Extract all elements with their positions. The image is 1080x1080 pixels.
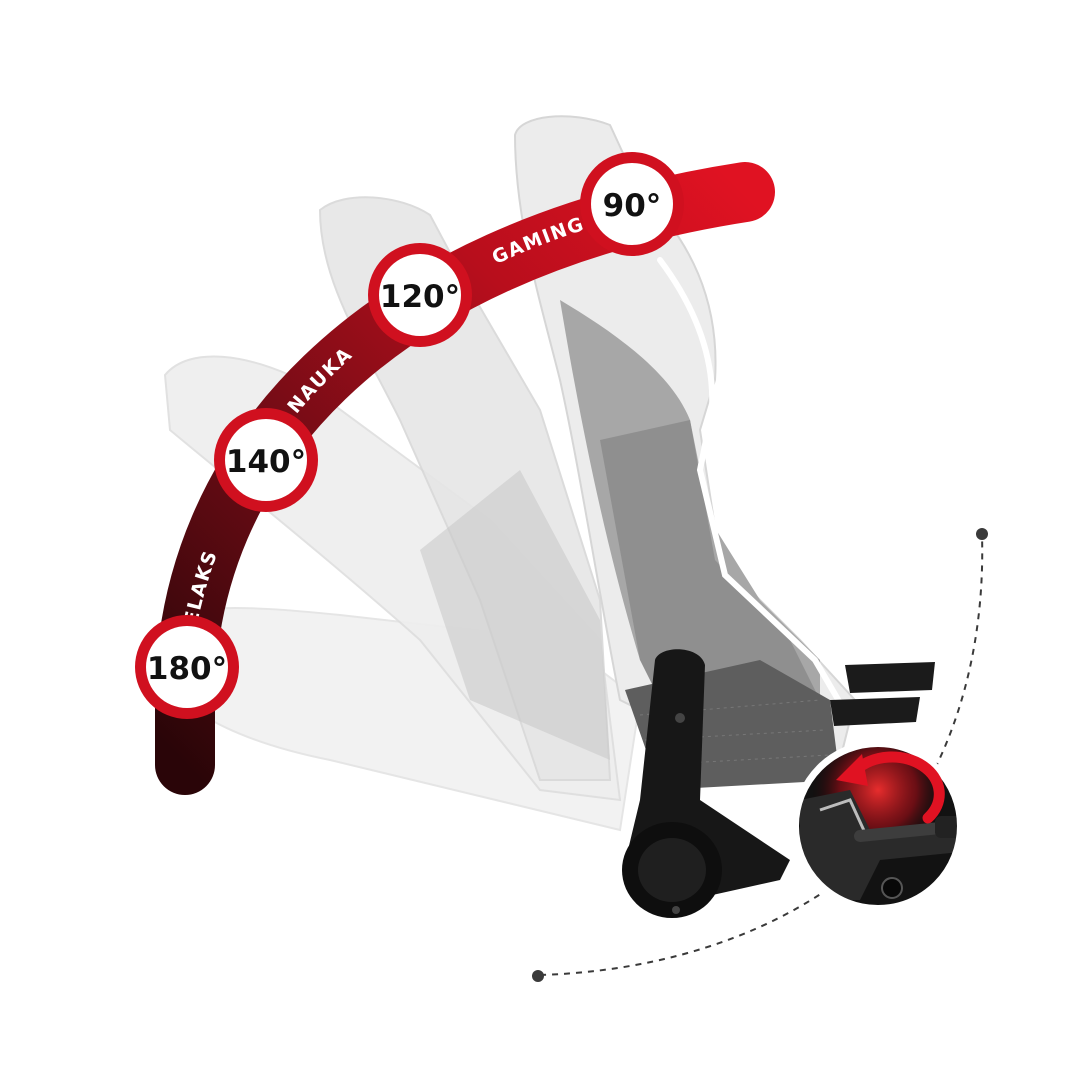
angle-badge-120: 120° [368, 243, 472, 347]
lever-closeup-inset [792, 740, 964, 912]
seat-rails [830, 662, 935, 726]
angle-value-90: 90° [603, 188, 662, 224]
guide-end-dot-top [976, 528, 988, 540]
ghost-backrest-mid [420, 470, 610, 760]
angle-value-180: 180° [147, 651, 227, 687]
angle-badge-90: 90° [580, 152, 684, 256]
angle-badge-180: 180° [135, 615, 239, 719]
angle-value-120: 120° [380, 279, 460, 315]
guide-end-dot-bottom [532, 970, 544, 982]
rotate-arrow-icon [836, 751, 945, 824]
recline-mechanism [622, 649, 790, 918]
angle-badge-140: 140° [214, 408, 318, 512]
angle-value-140: 140° [226, 444, 306, 480]
